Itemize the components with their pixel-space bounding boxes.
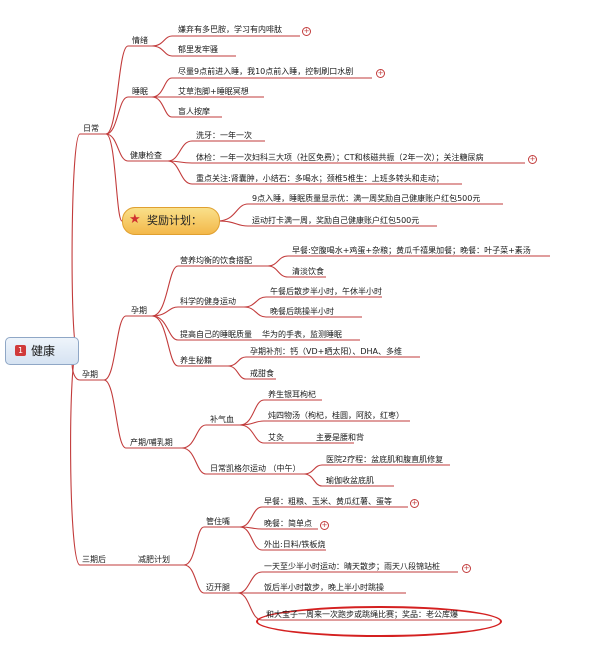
branch-daily[interactable]: 日常: [83, 124, 99, 133]
exercise-item[interactable]: 晚餐后跳操半小时: [270, 307, 334, 316]
topic-diet[interactable]: 营养均衡的饮食搭配: [180, 256, 252, 265]
kegel-item[interactable]: 医院2疗程：盆底肌和腹直肌修复: [326, 455, 444, 464]
kegel-item[interactable]: 瑜伽收盆底肌: [326, 476, 374, 485]
legs-item[interactable]: 一天至少半小时运动：晴天散步；雨天八段锦站桩: [264, 562, 440, 571]
topic-mood[interactable]: 情绪: [132, 36, 148, 45]
legs-item-highlighted[interactable]: 和大宝子一周来一次跑步或跳绳比赛；奖品：老公库爆: [266, 610, 458, 619]
highlight-oval: [256, 606, 502, 637]
qi-item[interactable]: 养生银耳枸杞: [268, 390, 316, 399]
supplement-item[interactable]: 孕期补剂：钙（VD+晒太阳）、DHA、多维: [250, 347, 402, 356]
topic-kegel[interactable]: 日常凯格尔运动 （中午）: [210, 464, 301, 473]
topic-sleep[interactable]: 睡眠: [132, 87, 148, 96]
mouth-item[interactable]: 晚餐：简单点: [264, 519, 312, 528]
topic-mouth[interactable]: 管住嘴: [206, 517, 230, 526]
qi-item[interactable]: 炖四物汤（枸杞，桂圆，阿胶，红枣）: [268, 411, 404, 420]
legs-item[interactable]: 饭后半小时散步，晚上半小时跳操: [264, 583, 384, 592]
priority-badge: 1: [15, 345, 26, 356]
qi-sub-item[interactable]: 主要是腰和背: [316, 433, 364, 442]
topic-pregnancy[interactable]: 孕期: [131, 306, 147, 315]
expand-plus-icon[interactable]: +: [462, 564, 471, 573]
expand-plus-icon[interactable]: +: [410, 499, 419, 508]
topic-qi-blood[interactable]: 补气血: [210, 415, 234, 424]
topic-checkup-item[interactable]: 重点关注:肾囊肿，小结石：多喝水；颈椎5椎生：上班多转头和走动；: [196, 174, 444, 183]
qi-item[interactable]: 艾灸: [268, 433, 284, 442]
branch-pregnancy-group[interactable]: 孕期: [82, 370, 98, 379]
topic-checkup[interactable]: 健康检查: [130, 151, 162, 160]
expand-plus-icon[interactable]: +: [302, 27, 311, 36]
topic-postpartum-care[interactable]: 产期/哺乳期: [130, 438, 173, 447]
mouth-item[interactable]: 早餐：粗粮、玉米、黄瓜红薯、蛋等: [264, 497, 392, 506]
topic-mood-item[interactable]: 郁里发牢骚: [178, 45, 218, 54]
topic-exercise[interactable]: 科学的健身运动: [180, 297, 236, 306]
topic-checkup-item[interactable]: 洗牙：一年一次: [196, 131, 252, 140]
supplement-item[interactable]: 戒甜食: [250, 369, 274, 378]
exercise-item[interactable]: 午餐后散步半小时，午休半小时: [270, 287, 382, 296]
reward-item[interactable]: 运动打卡满一周，奖励自己健康账户红包500元: [252, 216, 420, 225]
topic-checkup-item[interactable]: 体检：一年一次妇科三大项（社区免费）；CT和核磁共振（2年一次）；关注糖尿病: [196, 153, 484, 162]
expand-plus-icon[interactable]: +: [320, 521, 329, 530]
topic-mood-item[interactable]: 嫌弃有多巴胺，学习有内啡肽: [178, 25, 282, 34]
diet-item[interactable]: 早餐:空腹喝水+鸡蛋+杂粮；黄瓜千禧果加餐；晚餐：叶子菜+素汤: [292, 246, 531, 255]
diet-item[interactable]: 清淡饮食: [292, 267, 324, 276]
branch-postpartum[interactable]: 三期后: [82, 555, 106, 564]
topic-sleep-quality[interactable]: 提高自己的睡眠质量: [180, 330, 252, 339]
root-label: 健康: [31, 344, 56, 358]
expand-plus-icon[interactable]: +: [376, 69, 385, 78]
mouth-item[interactable]: 外出:日料/铁板烧: [264, 540, 326, 549]
topic-sleep-item[interactable]: 盲人按摩: [178, 107, 210, 116]
topic-weight-loss[interactable]: 减肥计划: [138, 555, 170, 564]
sleep-quality-item[interactable]: 华为的手表，监测睡眠: [262, 330, 342, 339]
reward-plan-topic[interactable]: ★ 奖励计划：: [122, 207, 220, 235]
topic-supplement[interactable]: 养生秘籍: [180, 356, 212, 365]
topic-legs[interactable]: 迈开腿: [206, 583, 230, 592]
root-topic[interactable]: 1 健康: [5, 337, 79, 365]
topic-sleep-item[interactable]: 尽量9点前进入睡，我10点前入睡，控制刷口水剧: [178, 67, 354, 76]
expand-plus-icon[interactable]: +: [528, 155, 537, 164]
reward-plan-label: 奖励计划：: [147, 214, 202, 227]
star-icon: ★: [129, 212, 141, 227]
topic-sleep-item[interactable]: 艾草泡脚+睡眠冥想: [178, 87, 249, 96]
reward-item[interactable]: 9点入睡，睡眠质量显示优：满一周奖励自己健康账户红包500元: [252, 194, 481, 203]
